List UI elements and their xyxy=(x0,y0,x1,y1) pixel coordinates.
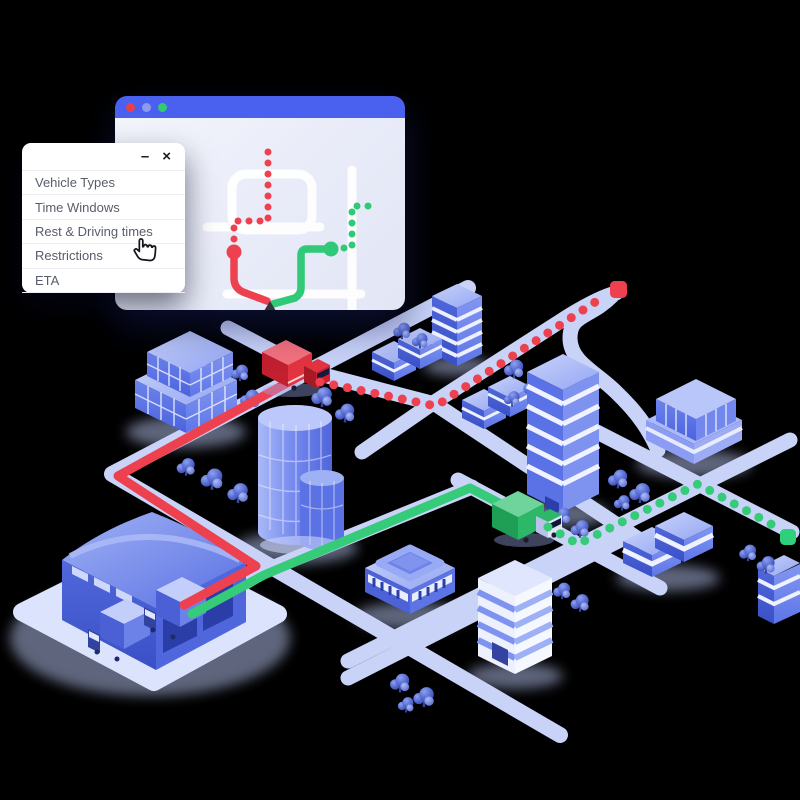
green-route-solid xyxy=(187,483,510,619)
road-green-dots-ne xyxy=(340,432,798,669)
red-route-solid xyxy=(113,373,301,610)
minimap xyxy=(202,148,372,310)
traffic-light-zoom-icon[interactable] xyxy=(158,102,167,112)
domed-building xyxy=(365,544,455,614)
options-popup: – × Vehicle Types Time Windows Rest & Dr… xyxy=(22,143,185,294)
traffic-light-minimize-icon[interactable] xyxy=(142,102,151,112)
green-destination-marker xyxy=(780,529,796,545)
minimize-icon[interactable]: – xyxy=(140,148,150,165)
striped-tower xyxy=(525,354,601,515)
tree-cluster-left-of-tower xyxy=(176,458,248,504)
minimap-green-dotted xyxy=(335,202,372,252)
popup-header: – × xyxy=(22,143,185,171)
minimap-red-dotted xyxy=(230,148,272,248)
red-truck xyxy=(262,340,330,397)
tree-cluster-right-mid xyxy=(608,469,650,511)
traffic-light-red-icon[interactable] xyxy=(126,102,135,112)
menu-item-restrictions[interactable]: Restrictions xyxy=(22,244,185,269)
green-truck xyxy=(492,491,562,547)
minimap-red-solid xyxy=(230,248,271,305)
red-route-dotted xyxy=(315,290,611,411)
parked-truck-2 xyxy=(144,577,206,640)
green-route-dotted xyxy=(543,478,783,550)
menu-item-vehicle-types[interactable]: Vehicle Types xyxy=(22,171,185,196)
minimap-green-solid xyxy=(269,245,335,308)
white-tower-bottom-right xyxy=(476,560,554,674)
close-icon[interactable]: × xyxy=(162,148,171,165)
tree-pair-bottom-mid xyxy=(553,582,589,612)
tree-cluster-bottom xyxy=(390,673,434,713)
menu-item-time-windows[interactable]: Time Windows xyxy=(22,195,185,220)
edge-building-right xyxy=(757,555,800,624)
cylinder-tower xyxy=(258,405,344,554)
tree-pair-far-right xyxy=(739,544,775,574)
menu-item-eta[interactable]: ETA xyxy=(22,269,185,294)
glass-building-top-right xyxy=(645,379,743,464)
parked-truck-1 xyxy=(88,599,150,662)
menu-item-rest-driving-times[interactable]: Rest & Driving times xyxy=(22,220,185,245)
red-destination-marker xyxy=(610,281,627,298)
glass-office-building xyxy=(134,331,238,433)
minimap-roads xyxy=(202,165,366,310)
minimap-destination-pin xyxy=(264,301,276,310)
browser-titlebar xyxy=(115,96,405,118)
